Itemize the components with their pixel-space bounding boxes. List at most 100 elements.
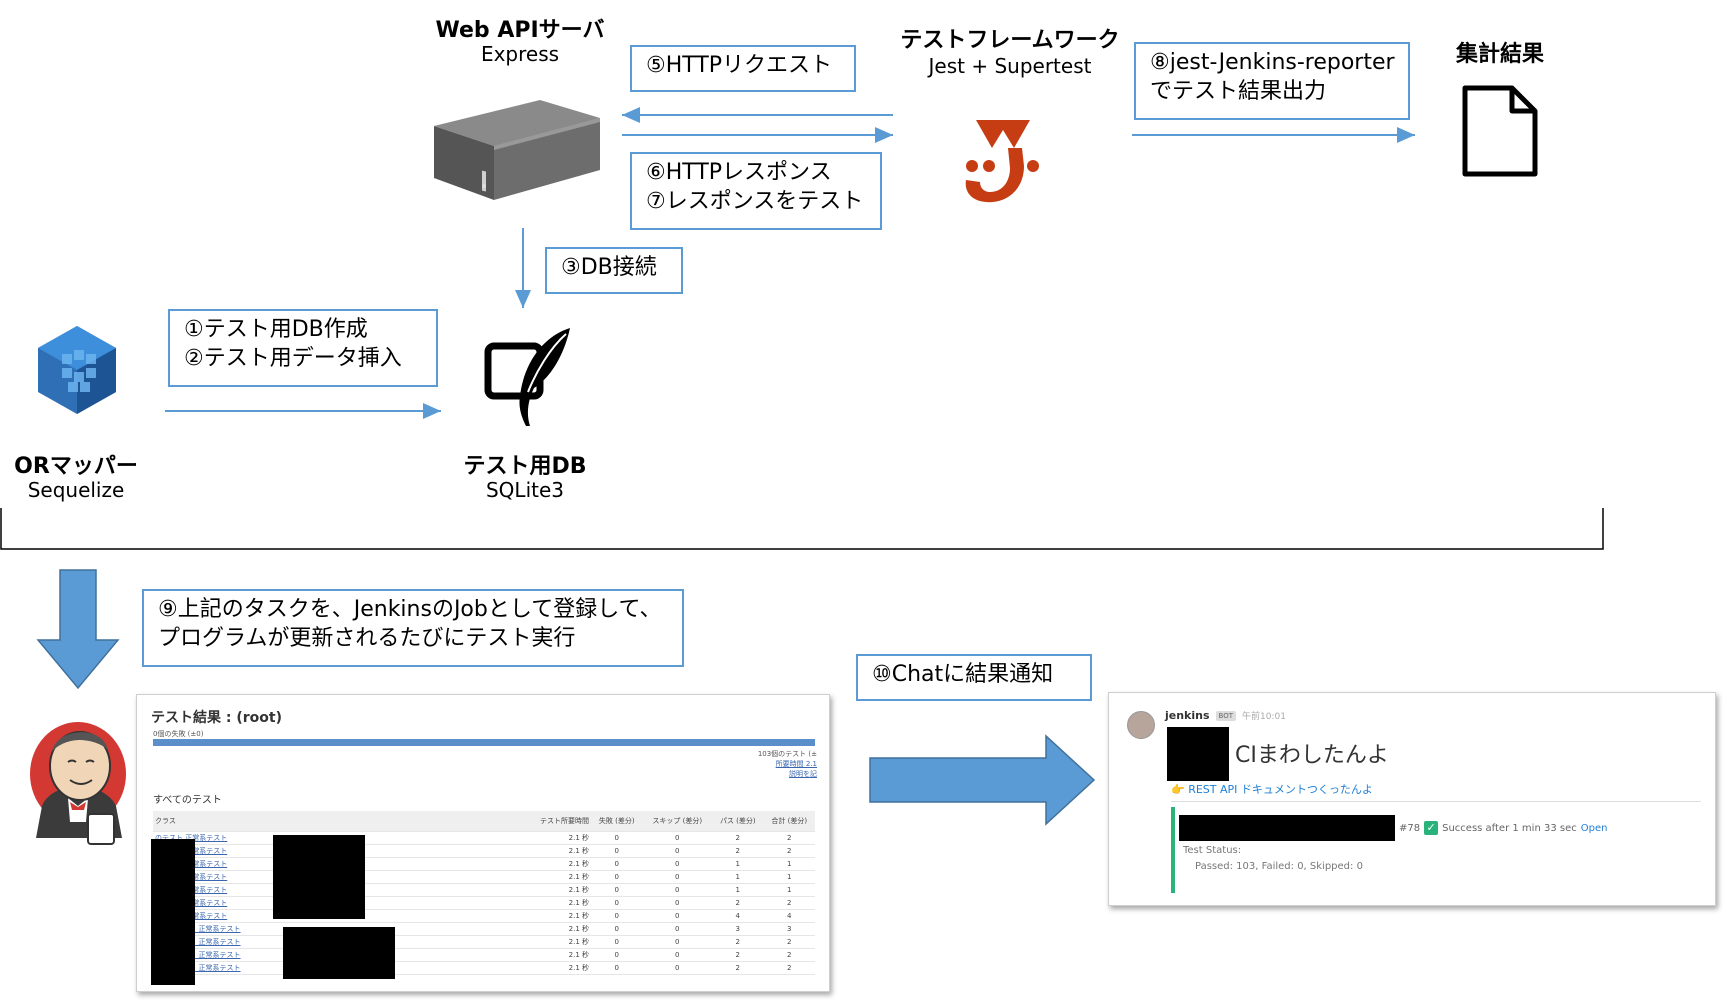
row-pass: 3 (712, 922, 764, 936)
col-fail[interactable]: 失敗 (差分) (591, 811, 643, 832)
step1-label: ①テスト用DB作成 (184, 317, 368, 342)
redaction-block (283, 927, 395, 979)
row-pass: 1 (712, 883, 764, 897)
flow-arrows (0, 107, 1604, 550)
step10-label: ⑩Chatに結果通知 (872, 662, 1054, 687)
report-total-tests: 103個のテスト (± (757, 750, 817, 758)
testdb-title: テスト用DB (463, 454, 587, 479)
report-fail-count: 0個の失敗 (±0) (153, 730, 204, 738)
step8b-label: でテスト結果出力 (1150, 79, 1327, 104)
step9a-label: ⑨上記のタスクを、JenkinsのJobとして登録して、 (158, 597, 662, 622)
right-block-arrow (869, 734, 1096, 826)
open-link[interactable]: Open (1580, 822, 1608, 834)
row-total: 1 (763, 857, 815, 871)
row-skip: 0 (642, 896, 713, 910)
redaction-block (1179, 815, 1395, 841)
col-skip[interactable]: スキップ (差分) (642, 811, 713, 832)
row-fail: 0 (591, 831, 643, 845)
row-pass: 4 (712, 909, 764, 923)
row-pass: 2 (712, 948, 764, 962)
row-total: 2 (763, 935, 815, 949)
row-total: 2 (763, 961, 815, 975)
row-skip: 0 (642, 870, 713, 884)
row-pass: 2 (712, 935, 764, 949)
sqlite-icon (484, 328, 570, 426)
framework-subtitle: Jest + Supertest (928, 54, 1092, 78)
row-total: 3 (763, 922, 815, 936)
test-status-detail: Passed: 103, Failed: 0, Skipped: 0 (1195, 861, 1363, 872)
row-fail: 0 (591, 870, 643, 884)
chat-avatar[interactable] (1127, 711, 1155, 739)
row-fail: 0 (591, 844, 643, 858)
row-skip: 0 (642, 922, 713, 936)
framework-title: テストフレームワーク (900, 28, 1120, 53)
row-total: 1 (763, 883, 815, 897)
jenkins-report-screenshot: テスト結果 : (root) 0個の失敗 (±0) 103個のテスト (± 所要… (136, 694, 830, 992)
row-pass: 1 (712, 857, 764, 871)
row-total: 2 (763, 831, 815, 845)
redaction-block (273, 835, 365, 919)
step6-7-box: ⑥HTTPレスポンス ⑦レスポンスをテスト (630, 152, 882, 230)
step6-label: ⑥HTTPレスポンス (646, 160, 832, 185)
chat-header: jenkins BOT 午前10:01 (1165, 709, 1286, 722)
jenkins-icon (30, 722, 126, 845)
row-skip: 0 (642, 883, 713, 897)
chat-divider (1171, 801, 1701, 802)
row-duration: 2.1 秒 (357, 831, 591, 845)
row-fail: 0 (591, 909, 643, 923)
report-duration-link[interactable]: 所要時間 2.1 (775, 760, 817, 768)
result-title: 集計結果 (1455, 42, 1544, 67)
step2-label: ②テスト用データ挿入 (184, 346, 402, 371)
step9-box: ⑨上記のタスクを、JenkinsのJobとして登録して、 プログラムが更新される… (142, 589, 684, 667)
step1-2-box: ①テスト用DB作成 ②テスト用データ挿入 (168, 309, 438, 387)
down-block-arrow (36, 569, 120, 690)
redaction-block (151, 839, 195, 985)
col-duration[interactable]: テスト所要時間 (357, 811, 591, 832)
jest-icon (965, 120, 1039, 203)
row-fail: 0 (591, 883, 643, 897)
row-duration: 2.1 秒 (357, 948, 591, 962)
row-skip: 0 (642, 831, 713, 845)
test-status-label: Test Status: (1183, 845, 1242, 856)
report-table: クラス テスト所要時間 失敗 (差分) スキップ (差分) パス (差分) 合計… (153, 811, 815, 975)
row-total: 4 (763, 909, 815, 923)
row-duration: 2.1 秒 (357, 883, 591, 897)
row-duration: 2.1 秒 (357, 909, 591, 923)
row-duration: 2.1 秒 (357, 844, 591, 858)
row-total: 2 (763, 844, 815, 858)
row-pass: 2 (712, 831, 764, 845)
build-status-text: Success after 1 min 33 sec (1442, 822, 1577, 834)
redaction-block (1167, 727, 1229, 781)
col-total[interactable]: 合計 (差分) (763, 811, 815, 832)
chat-link[interactable]: 👉 REST API ドキュメントつくったんよ (1171, 783, 1373, 796)
check-icon: ✓ (1424, 821, 1439, 835)
orm-title: ORマッパー (14, 454, 138, 479)
row-pass: 2 (712, 844, 764, 858)
col-pass[interactable]: パス (差分) (712, 811, 764, 832)
build-number: #78 (1399, 822, 1421, 834)
row-total: 1 (763, 870, 815, 884)
row-pass: 1 (712, 870, 764, 884)
row-duration: 2.1 秒 (357, 922, 591, 936)
step8a-label: ⑧jest-Jenkins-reporter (1150, 50, 1395, 75)
row-skip: 0 (642, 961, 713, 975)
webapi-subtitle: Express (480, 42, 560, 66)
step5-box: ⑤HTTPリクエスト (630, 45, 856, 92)
webapi-title: Web APIサーバ (435, 18, 605, 43)
chat-sender[interactable]: jenkins (1165, 709, 1210, 722)
step3-box: ③DB接続 (545, 247, 683, 294)
row-total: 2 (763, 948, 815, 962)
row-skip: 0 (642, 935, 713, 949)
report-description-link[interactable]: 説明を記 (789, 770, 817, 778)
row-fail: 0 (591, 935, 643, 949)
chat-notification-screenshot: jenkins BOT 午前10:01 CIまわしたんよ 👉 REST API … (1108, 692, 1716, 906)
step9b-label: プログラムが更新されるたびにテスト実行 (158, 626, 576, 651)
step7-label: ⑦レスポンスをテスト (646, 189, 864, 214)
row-fail: 0 (591, 948, 643, 962)
row-skip: 0 (642, 857, 713, 871)
col-class[interactable]: クラス (153, 811, 357, 832)
